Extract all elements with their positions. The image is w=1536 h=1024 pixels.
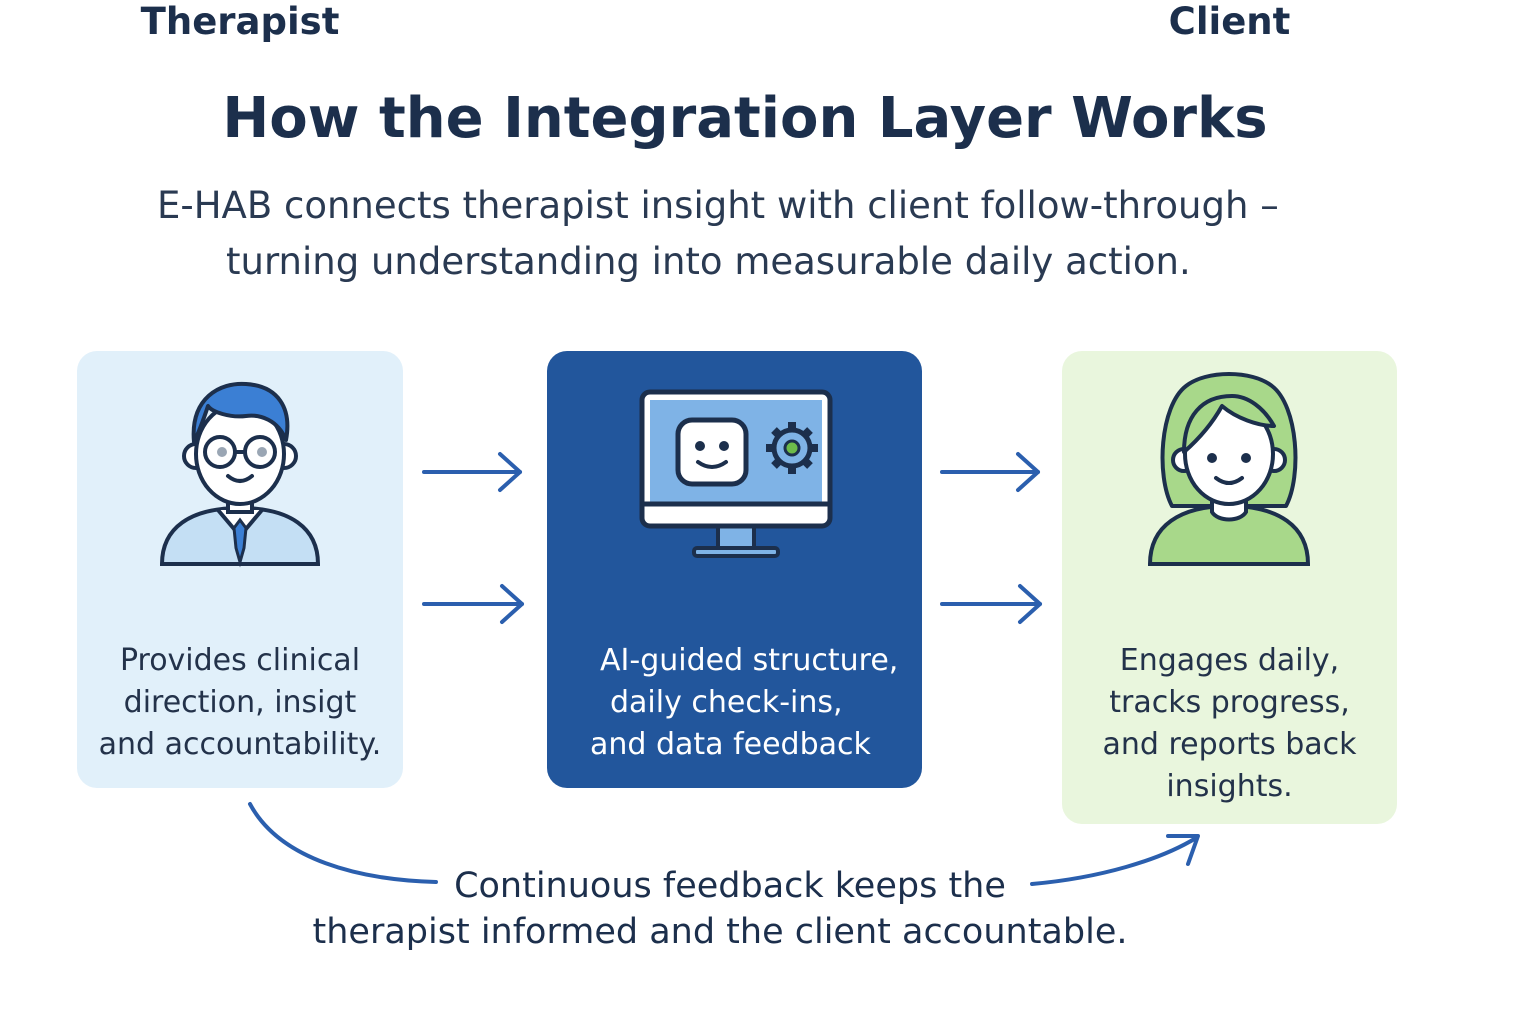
therapist-desc-line: and accountability.: [98, 727, 382, 762]
footer-line-2: therapist informed and the client accoun…: [312, 912, 1128, 952]
arrow-system-to-client-bottom: [940, 584, 1042, 624]
page-title: How the Integration Layer Works: [222, 86, 1268, 151]
feedback-curve-right: [1030, 836, 1198, 886]
client-desc-line: Engages daily,: [1119, 643, 1340, 678]
feedback-curve-arrowhead: [1166, 834, 1200, 866]
therapist-desc-line: Provides clinical: [119, 643, 361, 678]
computer-monitor-icon: [639, 389, 833, 558]
client-desc-line: and reports back: [1102, 727, 1357, 762]
system-desc-line: and data feedback: [590, 727, 871, 762]
client-description: Engages daily, tracks progress, and repo…: [1062, 640, 1397, 808]
client-desc-line: insights.: [1166, 769, 1293, 804]
client-title: Client: [1168, 0, 1291, 43]
arrow-system-to-client-top: [940, 452, 1040, 492]
therapist-description: Provides clinical direction, insigt and …: [77, 640, 403, 766]
subtitle-line-1: E-HAB connects therapist insight with cl…: [157, 184, 1279, 227]
arrow-therapist-to-system-bottom: [422, 584, 524, 624]
system-desc-line: AI-guided structure,: [600, 643, 899, 678]
client-desc-line: tracks progress,: [1109, 685, 1350, 720]
therapist-avatar-icon: [159, 381, 321, 568]
client-avatar-icon: [1147, 372, 1311, 566]
footer-line-1: Continuous feedback keeps the: [454, 866, 1006, 906]
subtitle-line-2: turning understanding into measurable da…: [226, 240, 1191, 283]
feedback-curve-left: [248, 802, 438, 884]
arrow-therapist-to-system-top: [422, 452, 522, 492]
system-desc-line: daily check-ins,: [610, 685, 843, 720]
gear-icon: [766, 422, 818, 474]
therapist-title: Therapist: [140, 0, 340, 43]
therapist-desc-line: direction, insigt: [123, 685, 357, 720]
ehab-system-title: E-HAB System: [586, 0, 883, 43]
